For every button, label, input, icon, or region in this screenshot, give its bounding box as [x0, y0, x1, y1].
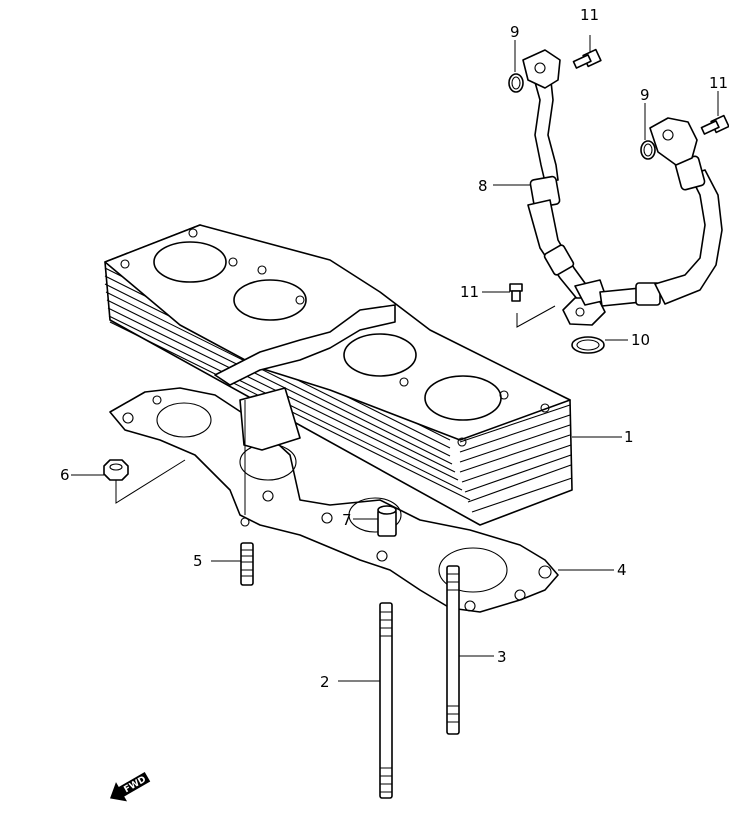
forward-arrow-icon: FWD [110, 771, 151, 802]
callout-4: 4 [617, 561, 627, 579]
stud-bolt-3[interactable] [446, 565, 460, 735]
bolt-11-elbow[interactable] [509, 283, 523, 302]
o-ring-9-lower[interactable] [640, 140, 656, 160]
cooling-fins-right [459, 404, 573, 513]
nut-6[interactable] [103, 459, 129, 481]
bolt-11-top[interactable] [572, 48, 602, 69]
callout-10: 10 [631, 331, 650, 349]
oil-hose-assembly[interactable] [522, 49, 723, 326]
callout-7: 7 [342, 511, 352, 529]
callout-3: 3 [497, 648, 507, 666]
callout-1: 1 [624, 428, 634, 446]
cylinder-block[interactable] [104, 224, 573, 526]
leader-lines [71, 35, 719, 682]
stud-bolt-5[interactable] [240, 542, 254, 586]
stud-bolt-2[interactable] [379, 602, 393, 799]
dowel-pin-7[interactable] [377, 505, 397, 537]
callout-9-lower: 9 [640, 86, 650, 104]
cylinder-base-gasket[interactable] [109, 387, 559, 613]
callout-8: 8 [478, 177, 488, 195]
o-ring-9-upper[interactable] [508, 73, 524, 93]
callout-5: 5 [193, 552, 203, 570]
callout-11-elbow: 11 [460, 283, 479, 301]
callout-11-top: 11 [580, 6, 599, 24]
callout-6: 6 [60, 466, 70, 484]
callout-2: 2 [320, 673, 330, 691]
callout-11-right: 11 [709, 74, 728, 92]
bolt-11-right[interactable] [700, 114, 729, 135]
callout-9-upper: 9 [510, 23, 520, 41]
